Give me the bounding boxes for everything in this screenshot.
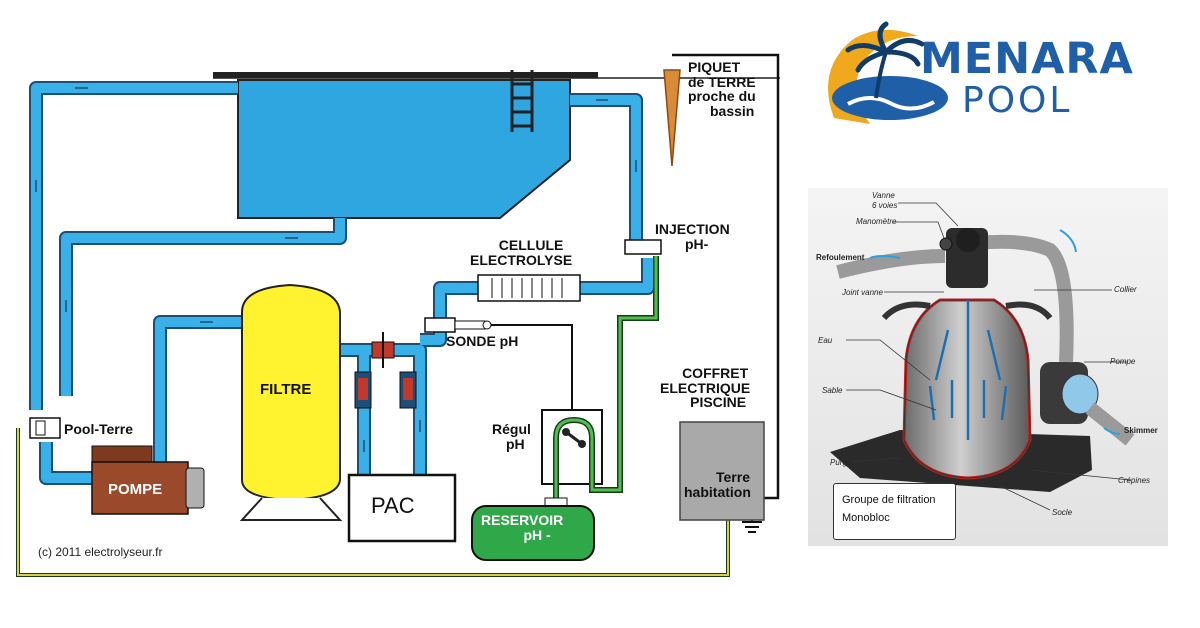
manometre-label: Manomètre — [856, 217, 897, 226]
pipe-network — [29, 81, 655, 485]
cellule-line-2: ELECTROLYSE — [470, 251, 573, 268]
coffret-line-3: PISCINE — [690, 394, 747, 411]
caption-line-2: Monobloc — [842, 512, 890, 524]
pool-ladder — [510, 70, 534, 132]
pool-rim — [213, 72, 598, 78]
sable-label: Sable — [822, 386, 843, 395]
pac-label: PAC — [371, 493, 415, 518]
terre-line-2: habitation — [684, 483, 751, 500]
electric-box — [679, 421, 765, 521]
cellule-line-1: CELLULE — [498, 237, 564, 253]
piquet-line-3: proche du — [688, 88, 756, 105]
piquet-label: PIQUET de TERRE proche du bassin — [688, 60, 756, 119]
pool-terre-label: Pool-Terre — [64, 421, 133, 437]
sand-filter-drawing — [830, 202, 1135, 511]
regul-label: Régul pH — [492, 422, 531, 451]
piquet-line-1: PIQUET — [688, 59, 741, 75]
injection-line-1: INJECTION — [655, 221, 730, 237]
purge-label: Purge — [830, 458, 852, 467]
ph-probe — [424, 317, 492, 333]
terre-habitation-label: Terre habitation — [684, 470, 751, 499]
copyright-text: (c) 2011 electrolyseur.fr — [38, 545, 163, 559]
eau-label: Eau — [818, 336, 833, 345]
vanne-line-2: 6 voies — [872, 201, 898, 210]
injection-fitting — [624, 239, 662, 255]
earth-stake — [663, 69, 681, 167]
reservoir-label: RESERVOIR pH - — [481, 513, 563, 542]
pac-box — [347, 473, 457, 543]
filtre-label: FILTRE — [260, 381, 312, 398]
regul-line-1: Régul — [492, 421, 531, 437]
reservoir-line-1: RESERVOIR — [481, 512, 564, 528]
filter-vessel — [239, 283, 343, 521]
socle-label: Socle — [1052, 508, 1073, 517]
coffret-label: COFFRET ELECTRIQUE PISCINE — [660, 366, 750, 410]
piquet-line-2: de TERRE — [688, 73, 756, 90]
earth-cable — [672, 53, 780, 500]
pool-terre-device — [29, 417, 61, 439]
filter-caption-box — [833, 483, 956, 540]
sonde-label: SONDE pH — [446, 333, 519, 349]
logo-line-2: POOL — [962, 80, 1073, 121]
vanne-line-1: Vanne — [872, 191, 895, 200]
regul-line-2: pH — [506, 435, 525, 452]
ph-reservoir — [471, 497, 595, 561]
pompe-label: POMPE — [108, 481, 163, 498]
ph-regulator — [541, 409, 603, 485]
injection-label: INJECTION pH- — [655, 222, 730, 251]
joint-vanne-label: Joint vanne — [842, 288, 883, 297]
refoulement-label: Refoulement — [816, 253, 865, 262]
injection-line-2: pH- — [685, 235, 709, 252]
pump — [91, 445, 205, 515]
logo-line-1: MENARA — [920, 34, 1134, 84]
piquet-line-4: bassin — [710, 103, 755, 120]
reservoir-line-2: pH - — [523, 526, 551, 543]
coffret-line-2: ELECTRIQUE — [660, 379, 751, 396]
palm-sun-icon — [828, 21, 948, 124]
bypass-valves — [354, 332, 417, 409]
pompe-ill-label: Pompe — [1110, 357, 1136, 366]
collier-label: Collier — [1114, 285, 1137, 294]
skimmer-label: Skimmer — [1124, 426, 1158, 435]
pool-basin — [237, 79, 571, 219]
terre-line-1: Terre — [716, 469, 750, 485]
vanne-label: Vanne 6 voies — [872, 191, 897, 211]
caption-line-1: Groupe de filtration — [842, 494, 936, 506]
electrolysis-cell — [477, 274, 581, 302]
crepines-label: Crépines — [1118, 476, 1151, 485]
coffret-line-1: COFFRET — [682, 365, 749, 381]
cellule-label: CELLULE ELECTROLYSE — [470, 238, 572, 267]
